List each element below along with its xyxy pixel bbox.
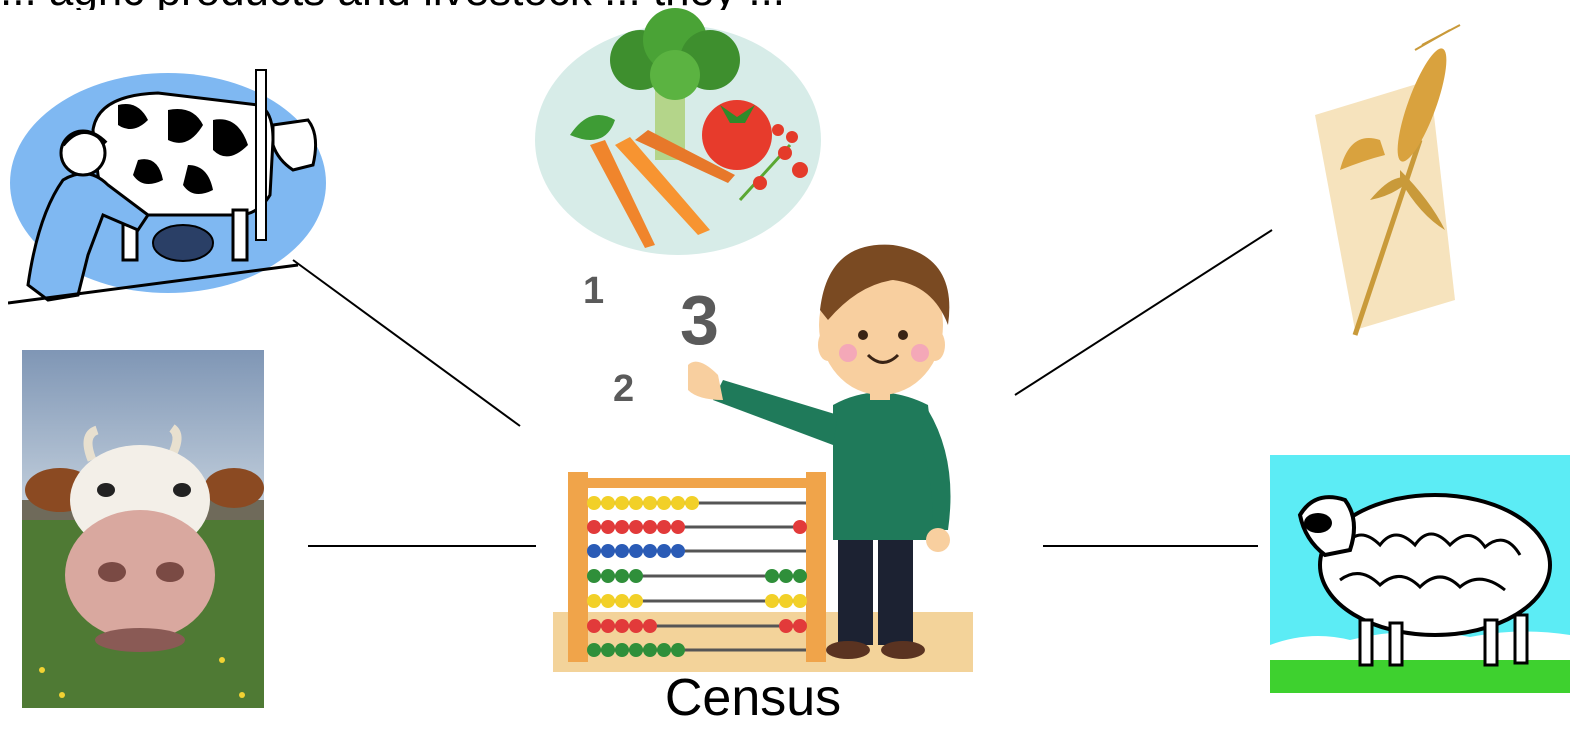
census-caption: Census xyxy=(664,669,842,727)
header-text: ... agric products and livestock ... the… xyxy=(0,0,1000,10)
line-milking xyxy=(292,259,521,427)
boy-abacus-icon xyxy=(548,240,978,672)
number-two: 2 xyxy=(613,368,635,410)
wheat-icon xyxy=(1310,20,1475,340)
milking-cow-icon xyxy=(8,65,328,310)
vegetables-icon xyxy=(530,5,825,260)
line-wheat xyxy=(1014,229,1273,396)
number-one: 1 xyxy=(583,270,605,312)
number-three: 3 xyxy=(680,281,719,359)
sheep-icon xyxy=(1270,455,1570,693)
cow-photo-icon xyxy=(22,350,264,708)
